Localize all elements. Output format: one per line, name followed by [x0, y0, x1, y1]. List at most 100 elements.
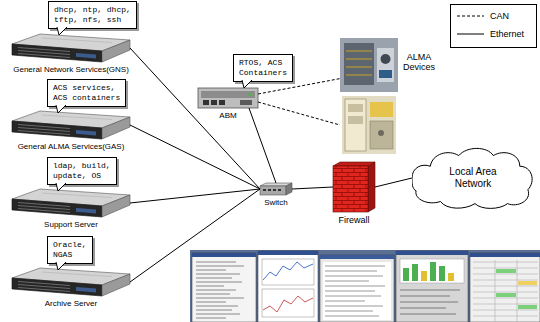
- device-photo: [378, 130, 384, 136]
- screenshot: [262, 259, 314, 285]
- label-slot: ldap, build, update, OS: [53, 161, 111, 181]
- ethernet-link: [292, 187, 333, 189]
- device-photo: [381, 54, 391, 64]
- legend-box: [457, 34, 484, 35]
- node-label: ABM: [219, 111, 236, 120]
- abm-unit: [249, 93, 252, 96]
- label-slot: Archive Server: [45, 299, 97, 308]
- switch-icon: [286, 183, 292, 195]
- screenshot: [400, 259, 464, 283]
- screenshot: [192, 253, 256, 257]
- network-switch: Switch: [260, 183, 292, 195]
- screenshot: [263, 296, 313, 312]
- screenshot: [421, 271, 427, 281]
- server: General ALMA Services(GAS): [12, 111, 130, 139]
- screenshot: [323, 262, 391, 320]
- callout-tail: [56, 262, 68, 271]
- rack-server: [12, 111, 130, 139]
- abm-unit: [219, 100, 225, 105]
- screenshot: [473, 260, 538, 322]
- node-label: Switch: [264, 198, 288, 207]
- label-slot: General Network Services(GNS): [13, 65, 129, 74]
- service-callout: ACS services, ACS containers: [47, 79, 126, 107]
- screenshot: [190, 250, 540, 322]
- legend-text: Ethernet: [490, 29, 524, 39]
- abm-unit: [240, 100, 252, 105]
- legend-entry: Ethernet: [490, 29, 524, 39]
- service-callout: dhcp, ntp, dhcp, tftp, nfs, ssh: [48, 1, 137, 29]
- screenshot: [320, 255, 394, 322]
- node-label: Local Area Network: [442, 166, 504, 190]
- callout-text: ldap, build, update, OS: [53, 161, 111, 181]
- device-photo: [377, 48, 394, 82]
- abm-unit: [198, 88, 258, 108]
- screenshot: [190, 250, 540, 322]
- node-label: Firewall: [338, 215, 369, 225]
- abm-unit: ABM: [198, 88, 258, 108]
- screenshot: [403, 268, 409, 281]
- screenshot: [400, 290, 460, 314]
- legend-box: [451, 5, 537, 48]
- node-label: Archive Server: [45, 299, 97, 308]
- screenshot: [518, 281, 537, 285]
- callout-tail: [57, 27, 69, 36]
- node-label: General Network Services(GNS): [13, 65, 129, 74]
- legend-entry: CAN: [490, 11, 509, 21]
- screenshot: [439, 266, 445, 281]
- switch-icon: [260, 186, 286, 195]
- label-slot: ACS services, ACS containers: [53, 83, 120, 103]
- switch-icon: [263, 189, 281, 191]
- label-slot: ABM: [219, 111, 236, 120]
- screenshot: [192, 253, 256, 322]
- device-photo: [340, 38, 398, 92]
- firewall-wall: [333, 166, 368, 212]
- firewall-wall: [368, 162, 375, 212]
- service-callout: ldap, build, update, OS: [47, 157, 117, 185]
- server: General Network Services(GNS): [12, 34, 130, 62]
- callout-tail: [56, 262, 66, 270]
- label-slot: ALMA Devices: [403, 52, 435, 72]
- label-slot: dhcp, ntp, dhcp, tftp, nfs, ssh: [54, 5, 131, 25]
- device-photo: [379, 70, 392, 78]
- legend-box: [457, 16, 484, 17]
- service-callout: RTOS, ACS Containers: [233, 54, 293, 82]
- rack-server: [12, 268, 130, 296]
- ethernet-link: [249, 108, 276, 183]
- callout-tail: [242, 80, 254, 89]
- device-photo: [348, 116, 363, 124]
- screenshot: [396, 251, 468, 322]
- screenshot: [396, 251, 468, 255]
- ethernet-link: [130, 189, 260, 282]
- abm-unit: [211, 100, 217, 105]
- legend-text: CAN: [490, 11, 509, 21]
- screenshot: [470, 253, 540, 257]
- device-photo: [344, 43, 374, 85]
- server: Archive Server: [12, 268, 130, 296]
- node-label: ALMA Devices: [403, 52, 435, 72]
- callout-tail: [56, 105, 66, 113]
- service-callout: Oracle, NGAS: [47, 236, 93, 264]
- server: Support Server: [12, 189, 130, 217]
- callout-text: ACS services, ACS containers: [53, 83, 120, 103]
- device-photo: [340, 38, 398, 92]
- device-photos: ALMA Devices: [340, 38, 398, 154]
- screenshot: [196, 262, 244, 318]
- screenshot: [518, 305, 537, 309]
- label-slot: General ALMA Services(GAS): [18, 142, 125, 151]
- screenshot: [263, 262, 313, 280]
- screenshot: [320, 255, 394, 259]
- screenshot: [470, 253, 540, 322]
- callout-text: dhcp, ntp, dhcp, tftp, nfs, ssh: [54, 5, 131, 25]
- callout-tail: [56, 105, 68, 114]
- network-cloud: Local Area Network: [412, 146, 534, 210]
- callout-tail: [56, 183, 66, 191]
- screenshot: [496, 293, 516, 297]
- label-slot: Oracle, NGAS: [53, 240, 87, 260]
- device-photo: [370, 121, 393, 149]
- can-link: [258, 102, 340, 125]
- device-photo: [370, 102, 393, 117]
- rack-server: [12, 34, 130, 62]
